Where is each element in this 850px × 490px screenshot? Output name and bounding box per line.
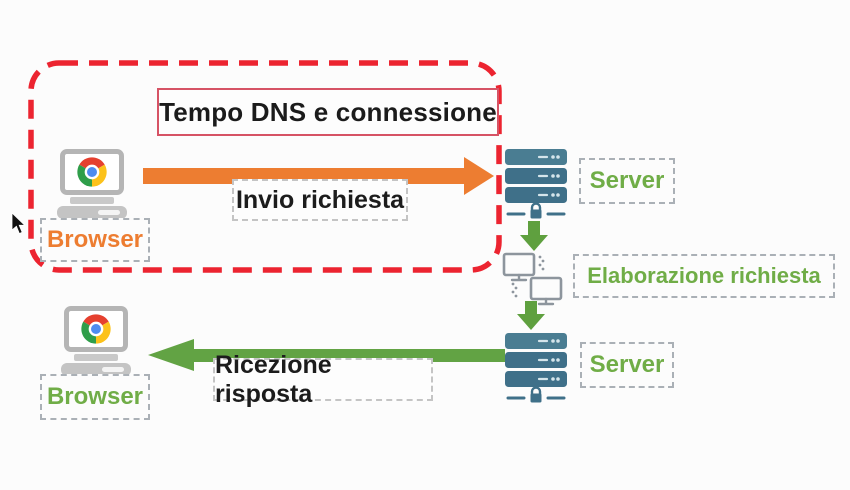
response-arrow-label: Ricezione risposta — [213, 351, 433, 408]
server-label-top: Server — [579, 158, 675, 204]
computer-base — [57, 206, 127, 219]
chrome-icon — [77, 157, 107, 187]
request-arrow-label: Invio richiesta — [232, 179, 408, 221]
dns-phase-title-text: Tempo DNS e connessione — [159, 96, 497, 127]
request-arrow-label-text: Invio richiesta — [235, 185, 405, 214]
browser-label-bottom-text: Browser — [46, 383, 144, 410]
response-arrow-label-text: Ricezione risposta — [215, 350, 332, 408]
server-label-bottom: Server — [580, 342, 674, 388]
arrow-down-icon-2 — [517, 301, 545, 330]
browser-computer-icon-top — [56, 149, 128, 219]
chrome-icon — [81, 314, 111, 344]
dns-phase-title: Tempo DNS e connessione — [157, 88, 499, 136]
lock-icon — [506, 386, 566, 400]
arrow-down-icon-1 — [520, 221, 548, 251]
server-label-bottom-text: Server — [589, 351, 665, 378]
mouse-cursor — [11, 213, 26, 235]
dns-phase-outline — [28, 60, 502, 273]
browser-computer-icon-bottom — [60, 306, 132, 376]
computer-base — [61, 363, 131, 376]
browser-label-top-text: Browser — [46, 226, 144, 253]
monitor-stand — [74, 354, 118, 361]
browser-label-top: Browser — [40, 218, 150, 262]
monitor-stand — [70, 197, 114, 204]
lock-icon — [506, 202, 566, 216]
monitor-icon — [60, 149, 124, 195]
server-icon-top — [505, 149, 567, 219]
server-label-top-text: Server — [589, 167, 665, 194]
processing-label-text: Elaborazione richiesta — [587, 263, 821, 288]
server-icon-bottom — [505, 333, 567, 403]
monitor-icon — [64, 306, 128, 352]
processing-label: Elaborazione richiesta — [573, 254, 835, 298]
browser-label-bottom: Browser — [40, 374, 150, 420]
network-processing-icon — [502, 252, 563, 306]
